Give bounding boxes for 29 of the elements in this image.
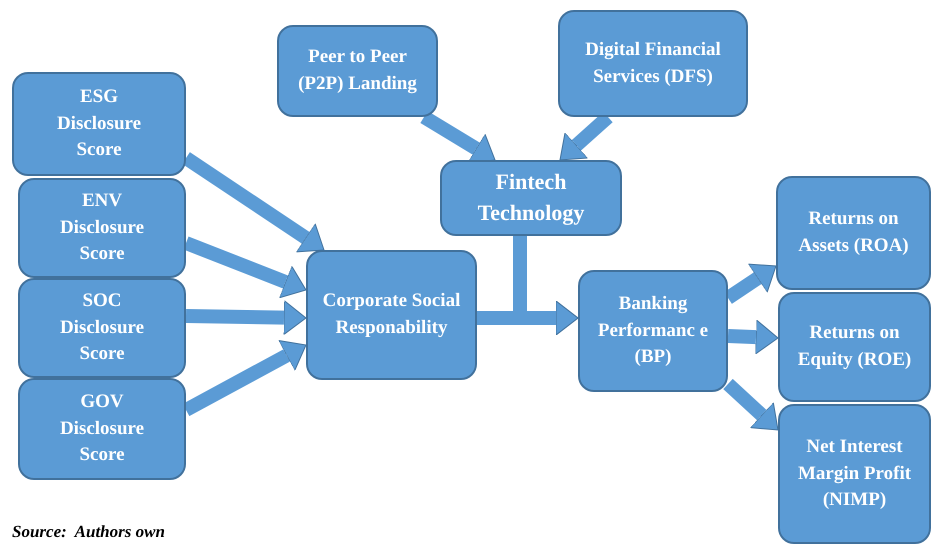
box-label: Returns on Equity (ROE) (796, 321, 912, 372)
process-box (778, 404, 931, 544)
process-box (306, 250, 477, 380)
box-label: Peer to Peer (P2P) Landing (297, 45, 418, 96)
process-box (776, 176, 931, 290)
process-box (18, 178, 186, 278)
box-label: Banking Performanc e (BP) (596, 292, 710, 370)
process-box (277, 25, 438, 117)
box-label: Digital Financial Services (DFS) (584, 38, 722, 88)
process-box (778, 292, 931, 402)
source-note: Source: Authors own (12, 522, 165, 542)
box-label: Fintech Technology (476, 168, 586, 227)
process-box (578, 270, 728, 392)
process-box (18, 278, 186, 378)
block-arrow (728, 320, 778, 355)
box-label: Returns on Assets (ROA) (797, 207, 910, 258)
box-label: ESG Disclosure Score (56, 85, 142, 162)
process-box (18, 378, 186, 480)
block-arrow (477, 300, 578, 336)
box-label: SOC Disclosure Score (58, 289, 146, 366)
box-label: ENV Disclosure Score (58, 189, 146, 266)
block-arrow (186, 300, 306, 336)
process-box (558, 10, 748, 117)
process-box (440, 160, 622, 236)
process-box (12, 72, 186, 176)
block-arrow (723, 378, 778, 430)
box-label: Corporate Social Responability (322, 289, 462, 340)
box-label: GOV Disclosure Score (58, 390, 146, 468)
box-label: Net Interest Margin Profit (NIMP) (796, 435, 912, 512)
